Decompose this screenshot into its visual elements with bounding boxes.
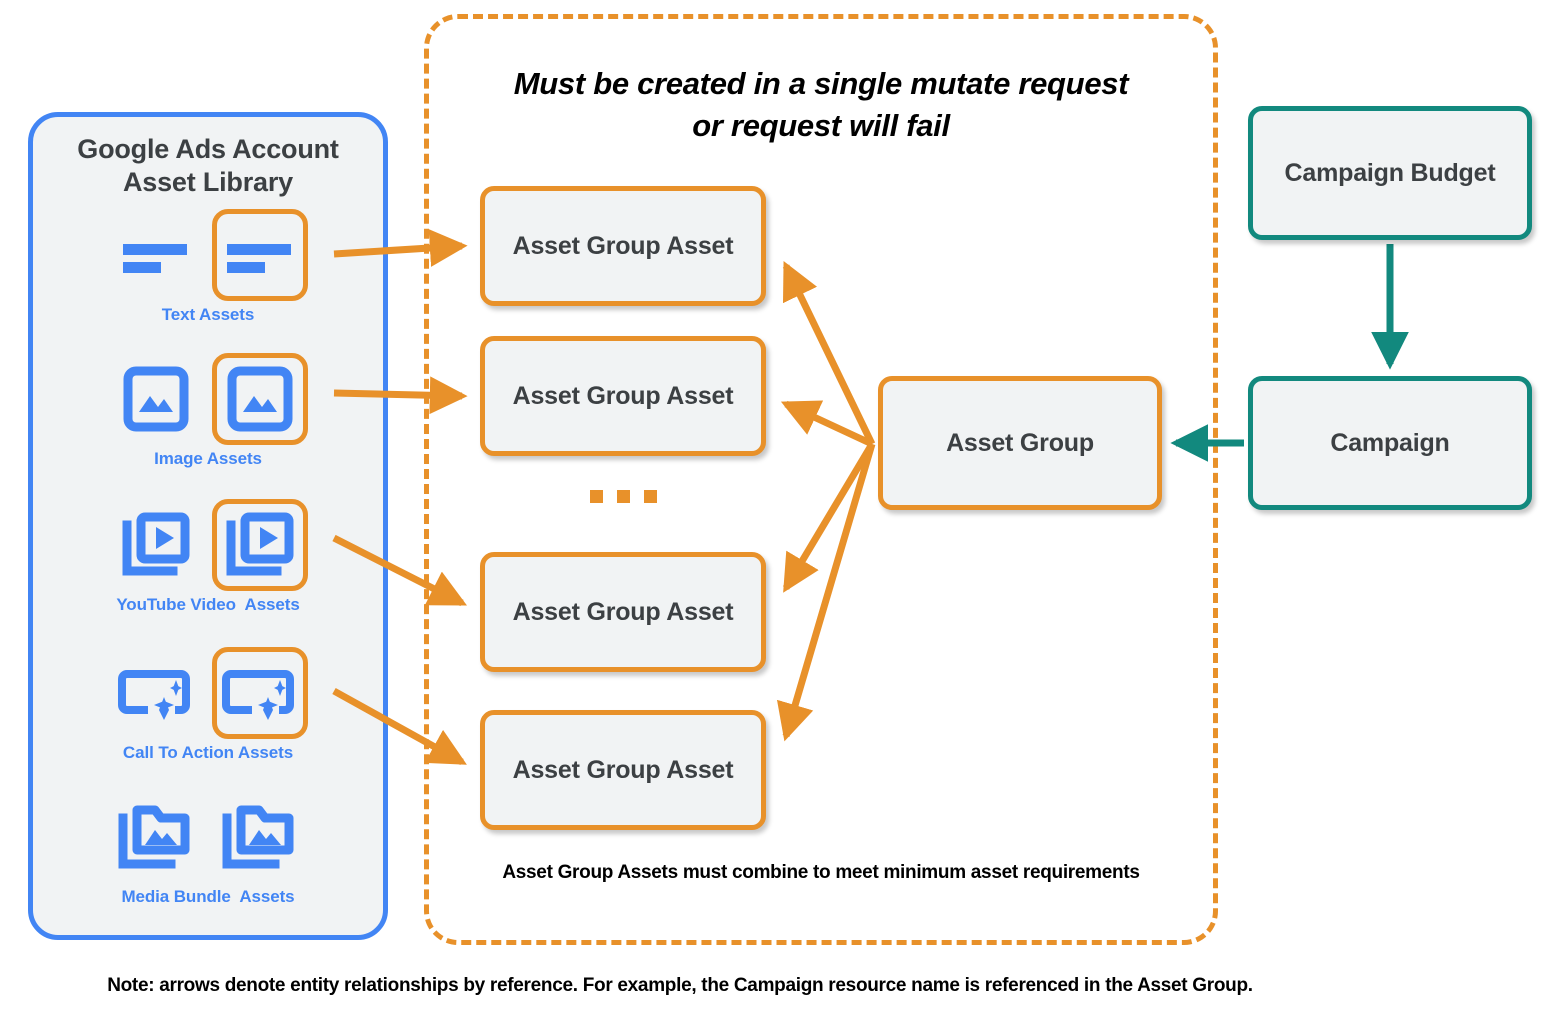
call-to-action-asset-icon-glyph xyxy=(118,670,190,720)
image-asset-icon-glyph xyxy=(123,366,189,432)
ellipsis-dot-3 xyxy=(643,490,657,503)
ellipsis-dot-1 xyxy=(589,490,603,503)
mutate-footnote: Asset Group Assets must combine to meet … xyxy=(502,862,1140,883)
asset-row-media-bundle: Media Bundle Assets xyxy=(33,791,383,907)
image-asset-icon xyxy=(108,353,204,445)
image-asset-icon-selected[interactable] xyxy=(212,353,308,445)
youtube-video-asset-icon-glyph xyxy=(122,512,190,576)
mutate-heading-line1: Must be created in a single mutate reque… xyxy=(513,66,1129,101)
asset-group-asset-node-4[interactable]: Asset Group Asset xyxy=(480,710,766,830)
media-bundle-asset-icon xyxy=(108,791,204,883)
library-title: Google Ads Account Asset Library xyxy=(33,133,383,199)
mutate-heading-line2: or request will fail xyxy=(692,107,950,143)
library-title-line2: Asset Library xyxy=(123,166,293,197)
youtube-video-asset-icon xyxy=(108,499,204,591)
youtube-video-asset-icon-selected[interactable] xyxy=(212,499,308,591)
media-bundle-asset-icon-2 xyxy=(212,791,308,883)
asset-label-youtube: YouTube Video Assets xyxy=(116,595,300,614)
text-asset-icon-glyph xyxy=(123,244,187,273)
text-asset-icon xyxy=(108,209,204,301)
text-asset-icon-glyph-selected xyxy=(227,244,291,273)
asset-group-asset-node-1[interactable]: Asset Group Asset xyxy=(480,186,766,306)
campaign-node[interactable]: Campaign xyxy=(1248,376,1532,510)
call-to-action-asset-icon-selected[interactable] xyxy=(212,647,308,739)
asset-group-asset-node-3[interactable]: Asset Group Asset xyxy=(480,552,766,672)
image-asset-icon-glyph-selected xyxy=(227,366,293,432)
asset-label-cta: Call To Action Assets xyxy=(122,743,294,762)
diagram-note: Note: arrows denote entity relationships… xyxy=(107,975,1253,996)
media-bundle-asset-icon-glyph xyxy=(118,805,190,869)
campaign-budget-node[interactable]: Campaign Budget xyxy=(1248,106,1532,240)
media-bundle-asset-icon-glyph-2 xyxy=(222,805,294,869)
call-to-action-asset-icon-glyph-selected xyxy=(222,670,294,720)
text-asset-icon-selected[interactable] xyxy=(212,209,308,301)
asset-row-youtube: YouTube Video Assets xyxy=(33,499,383,615)
asset-library-panel: Google Ads Account Asset Library xyxy=(28,112,388,940)
ellipsis-dot-2 xyxy=(616,490,630,503)
asset-label-image: Image Assets xyxy=(154,449,262,468)
asset-label-text: Text Assets xyxy=(161,305,255,324)
youtube-video-asset-icon-glyph-selected xyxy=(226,512,294,576)
asset-group-asset-node-2[interactable]: Asset Group Asset xyxy=(480,336,766,456)
asset-label-media-bundle: Media Bundle Assets xyxy=(121,887,295,906)
ellipsis-indicator xyxy=(480,490,766,503)
asset-group-node[interactable]: Asset Group xyxy=(878,376,1162,510)
mutate-heading: Must be created in a single mutate reque… xyxy=(429,63,1213,147)
library-title-line1: Google Ads Account xyxy=(77,134,339,164)
call-to-action-asset-icon xyxy=(108,647,204,739)
asset-row-cta: Call To Action Assets xyxy=(33,647,383,763)
asset-row-image: Image Assets xyxy=(33,353,383,469)
asset-row-text: Text Assets xyxy=(33,209,383,325)
